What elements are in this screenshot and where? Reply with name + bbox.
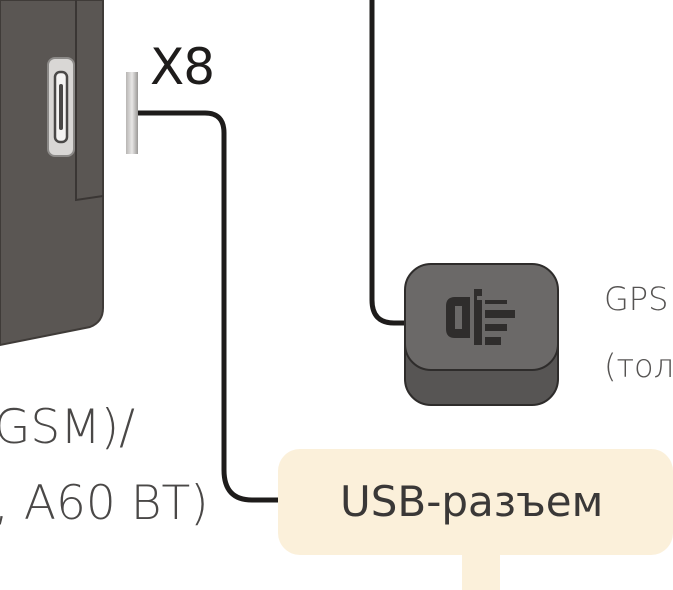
gps-cable	[369, 0, 406, 326]
module-label-line-1: GSM)/	[0, 400, 135, 455]
usb-port-icon	[47, 57, 75, 157]
gps-label-line-1: GPS	[604, 280, 669, 318]
control-unit	[0, 0, 104, 347]
module-label-line-2: , A60 BT)	[0, 476, 209, 531]
usb-callout-stem	[462, 552, 500, 590]
x8-plug	[126, 72, 138, 154]
connector-label: X8	[150, 38, 215, 96]
gps-label-line-2: (тол	[604, 347, 673, 385]
usb-socket-label: USB-разъем	[340, 477, 604, 526]
usb-cable	[138, 110, 278, 503]
usb-socket-callout	[278, 449, 673, 555]
gps-module	[404, 263, 559, 406]
gps-antenna-icon	[446, 289, 515, 345]
